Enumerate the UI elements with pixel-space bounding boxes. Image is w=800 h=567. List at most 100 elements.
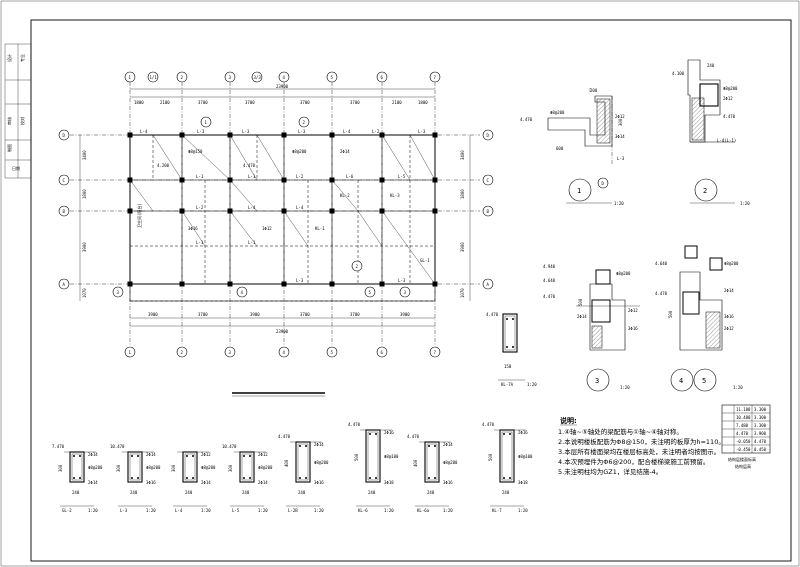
detail-3: 4.940 4.640 4.470 Φ8@200 2Φ14 2Φ12 3Φ16 … (486, 264, 640, 392)
detail-45-scale: 1:20 (733, 385, 743, 390)
detail-1-beam: L-3 (617, 156, 625, 161)
rebar-dot (369, 477, 371, 479)
strip-cell-1: 设计 (6, 54, 12, 62)
section-scale: 1:20 (384, 508, 394, 513)
axis-bubble-bottom: 3 (229, 350, 232, 355)
dim-top: 1800 (418, 100, 428, 105)
section-width: 240 (185, 490, 193, 495)
strip-cell-3: 审核 (6, 117, 12, 125)
level-table: 11.180 3.300 10.480 3.300 7.480 3.300 4.… (721, 404, 771, 469)
beam-label: L-2 (296, 174, 304, 179)
plan-rebar-notes: 4.200 4.470 Φ8@150 Φ8@200 2Φ14 3Φ16 1Φ12… (157, 149, 430, 263)
axis-bubble-top: 5 (331, 75, 334, 80)
detail-5-number: 5 (702, 377, 706, 385)
plan-note: 4.200 (157, 163, 170, 168)
detail-2-number: 2 (703, 187, 707, 195)
notes-heading: 说明: (560, 416, 577, 425)
detail-1-scale: 1:20 (614, 201, 624, 206)
axis-bubble-left: B (63, 209, 66, 214)
strip-cell-6: 日期 (12, 165, 20, 171)
detail-2-rebar: Φ8@200 (723, 86, 738, 91)
beam-label: L-2 (196, 205, 204, 210)
level-cell: 3.900 (754, 431, 767, 436)
right-axis-bubbles: D C B A (482, 129, 494, 290)
dim-right: 1070 (460, 288, 465, 298)
section-width: 240 (242, 490, 250, 495)
dim-top: 1800 (134, 100, 144, 105)
detail-45-rebar: 2Φ12 (724, 326, 734, 331)
detail-2-elev: 4.470 (723, 114, 736, 119)
section-bot-rebar: 2Φ14 (88, 480, 98, 485)
detail-2-beam: L-4(L-1) (717, 138, 736, 143)
axis-bubble-right: A (487, 282, 490, 287)
plan-note: KL-2 (340, 193, 350, 198)
strip-cell-4: 校对 (19, 117, 25, 125)
bottom-axis-bubbles: 1 2 3 4 5 6 7 (124, 346, 441, 358)
detail-3-col-elev: 4.470 (486, 312, 499, 317)
detail-1-dim: 200 (590, 88, 598, 93)
axis-bubble-top: 6 (381, 75, 384, 80)
detail-45-rebar: 3Φ16 (724, 314, 734, 319)
axis-bubble-top: 1/1 (150, 75, 158, 80)
section-width: 240 (502, 490, 510, 495)
rebar-dot (73, 455, 75, 457)
beam-label: L-1 (248, 240, 256, 245)
section-height: 500 (354, 453, 359, 461)
level-cell: 7.480 (736, 423, 749, 428)
axis-bubble-right: B (487, 209, 490, 214)
plan-note: KL-1 (315, 226, 325, 231)
note-line: 2.本说明楼板配筋为Φ8@150，未注明的板厚为h=110。 (558, 437, 725, 446)
detail-2-rebar: 2Φ12 (723, 96, 733, 101)
level-cell: 10.480 (736, 415, 751, 420)
axis-bubble-top: 4 (283, 75, 286, 80)
section-mark: 3 (404, 290, 407, 295)
section-stirrup (297, 443, 309, 481)
detail-3-rebar: 2Φ12 (628, 308, 638, 313)
dim-right: 3900 (460, 242, 465, 252)
detail-3-elev: 4.640 (543, 278, 556, 283)
section-bot-rebar: 3Φ16 (443, 480, 453, 485)
level-cell: 3.300 (754, 415, 767, 420)
rebar-dot (375, 477, 377, 479)
dim-bottom: 3900 (400, 312, 410, 317)
detail-2-dim: 240 (707, 63, 715, 68)
beam-label: L-4 (343, 129, 351, 134)
rebar-dot (192, 455, 194, 457)
plan-note: 3Φ16 (188, 226, 198, 231)
section-top-rebar: 2Φ14 (314, 442, 324, 447)
detail-3-dim: 500 (578, 298, 583, 306)
detail-3-elev: 4.470 (543, 294, 556, 299)
plan-note: Φ8@150 (188, 149, 203, 154)
room-note: 卫生间(阳台) (136, 203, 142, 228)
plan-note: GL-1 (420, 258, 430, 263)
level-caption: 结构层楼面标高 (728, 456, 756, 462)
section-top-rebar: 2Φ16 (518, 430, 528, 435)
dim-bottom: 3700 (198, 312, 208, 317)
level-cell: 4.470 (736, 431, 749, 436)
dim-top-total: 23900 (276, 84, 289, 89)
rebar-dot (186, 455, 188, 457)
axis-bubble-bottom: 1 (129, 350, 132, 355)
section-scale: 1:20 (88, 508, 98, 513)
rebar-dot (299, 477, 301, 479)
beam-label: L-2 (372, 129, 380, 134)
detail-4-5: 4.640 4.470 Φ8@200 2Φ14 3Φ16 2Φ12 500 4 … (655, 245, 743, 392)
rebar-dot (509, 477, 511, 479)
dim-bottom: 3700 (300, 312, 310, 317)
section-width: 240 (368, 490, 376, 495)
section-stirrup-label: Φ8@200 (443, 460, 458, 465)
beam-label: L-4 (296, 205, 304, 210)
detail-1-elev: 4.470 (520, 117, 533, 122)
top-axis-bubbles: 1 1/1 2 3 3/3 4 5 6 7 (124, 71, 441, 83)
dim-top: 2100 (392, 100, 402, 105)
detail-3-rebar: Φ8@200 (616, 271, 631, 276)
level-cell: -0.050 (736, 439, 751, 444)
beam-label: L-6 (346, 174, 354, 179)
axis-bubble-top: 7 (434, 75, 437, 80)
section-elev: 4.470 (278, 434, 291, 439)
dim-top: 3700 (198, 100, 208, 105)
detail-3-scale: 1:20 (620, 385, 630, 390)
section-scale: 1:20 (518, 508, 528, 513)
note-line: 3.本层所有楼面梁均在楼层标高处，未注明者均按图示。 (558, 447, 720, 456)
